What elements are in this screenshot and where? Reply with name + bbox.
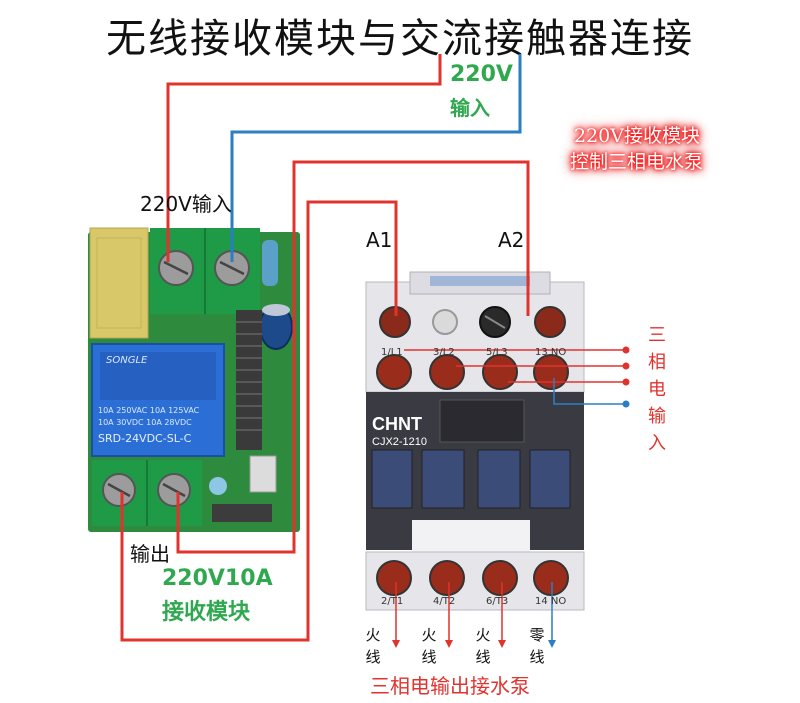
relay-spec-2: 10A 30VDC 10A 28VDC <box>98 418 192 427</box>
receiver-module <box>88 227 300 532</box>
terminal-bottom-4: 14 NO <box>535 596 567 607</box>
wire-label-neutral: 零 线 <box>529 626 545 666</box>
terminal-bottom-2: 4/T2 <box>433 596 456 607</box>
relay-brand: SONGLE <box>106 355 148 366</box>
module-input-label: 220V输入 <box>140 192 232 216</box>
wire-neutral-input <box>230 54 522 262</box>
contactor <box>365 271 585 611</box>
diagram-title: 无线接收模块与交流接触器连接 <box>106 16 694 62</box>
three-phase-input-arrows <box>404 346 630 408</box>
terminal-top-1: 1/L1 <box>381 347 403 358</box>
output-arrows <box>392 582 556 648</box>
wire-a1 <box>120 200 398 642</box>
relay-spec-1: 10A 250VAC 10A 125VAC <box>98 406 200 415</box>
wire-a2 <box>176 160 530 554</box>
wire-label-live-3: 火 线 <box>475 626 491 666</box>
contactor-model: CJX2-1210 <box>372 436 428 448</box>
glow-label-line2: 控制三相电水泵 <box>570 151 704 173</box>
wire-label-live-2: 火 线 <box>421 626 437 666</box>
glow-label-line1: 220V接收模块 <box>574 125 700 147</box>
wire-live-input <box>166 54 442 262</box>
terminal-top-3: 5/L3 <box>486 347 508 358</box>
wire-label-live-1: 火 线 <box>365 626 381 666</box>
terminal-bottom-3: 6/T3 <box>486 596 509 607</box>
module-name: 接收模块 <box>162 600 251 625</box>
terminal-top-4: 13 NO <box>535 347 567 358</box>
terminal-bottom-1: 2/T1 <box>381 596 404 607</box>
input-top-voltage: 220V <box>450 62 513 87</box>
terminal-top-2: 3/L2 <box>433 347 455 358</box>
contactor-brand: CHNT <box>372 414 422 434</box>
relay-model: SRD-24VDC-SL-C <box>98 432 192 445</box>
three-phase-input-label: 三 相 电 输 入 <box>648 325 666 454</box>
input-top-word: 输入 <box>450 96 490 120</box>
a1-label: A1 <box>366 228 393 252</box>
wires <box>120 54 530 642</box>
module-rating: 220V10A <box>162 566 273 591</box>
pump-output-label: 三相电输出接水泵 <box>370 674 530 698</box>
a2-label: A2 <box>498 228 525 252</box>
output-label: 输出 <box>130 542 170 566</box>
